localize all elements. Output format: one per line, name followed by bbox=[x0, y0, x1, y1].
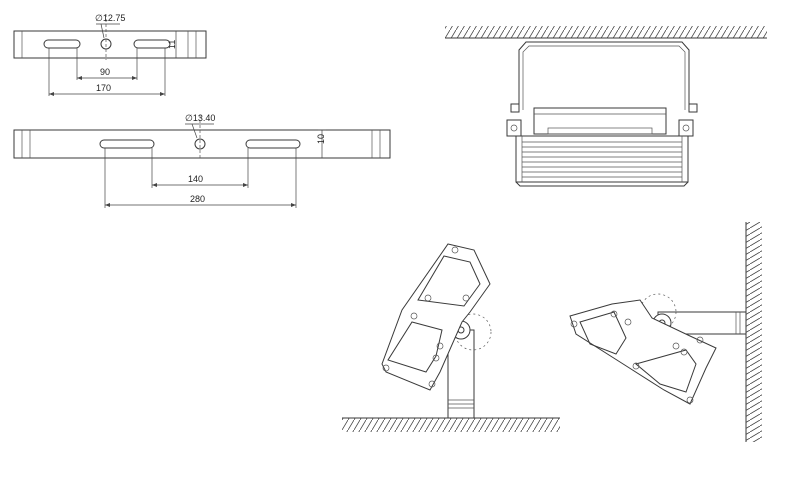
bracket-large-view: ∅13.40 10 140 280 bbox=[13, 113, 391, 208]
slot-right bbox=[133, 39, 171, 49]
height-label: 10 bbox=[316, 134, 326, 144]
wall-mount-view bbox=[569, 222, 762, 442]
slot-outer-label: 280 bbox=[190, 194, 205, 204]
slot-spacing-label: 140 bbox=[188, 174, 203, 184]
floor-mount-view bbox=[342, 243, 560, 432]
bracket-small-view: ∅12.75 11 90 170 bbox=[13, 13, 207, 96]
heatsink-fins bbox=[522, 141, 682, 178]
slot-right bbox=[245, 139, 301, 149]
hole-diameter-label: ∅12.75 bbox=[95, 13, 125, 23]
slot-spacing-label: 90 bbox=[100, 67, 110, 77]
ceiling-hatch bbox=[445, 26, 767, 38]
floor-hatch bbox=[342, 418, 560, 432]
hole-diameter-label: ∅13.40 bbox=[185, 113, 215, 123]
slot-outer-label: 170 bbox=[96, 83, 111, 93]
height-label: 11 bbox=[167, 40, 177, 49]
slot-left bbox=[43, 39, 81, 49]
ceiling-mount-view bbox=[445, 26, 767, 187]
center-hole bbox=[194, 138, 206, 150]
wall-hatch bbox=[746, 222, 762, 442]
slot-left bbox=[99, 139, 155, 149]
